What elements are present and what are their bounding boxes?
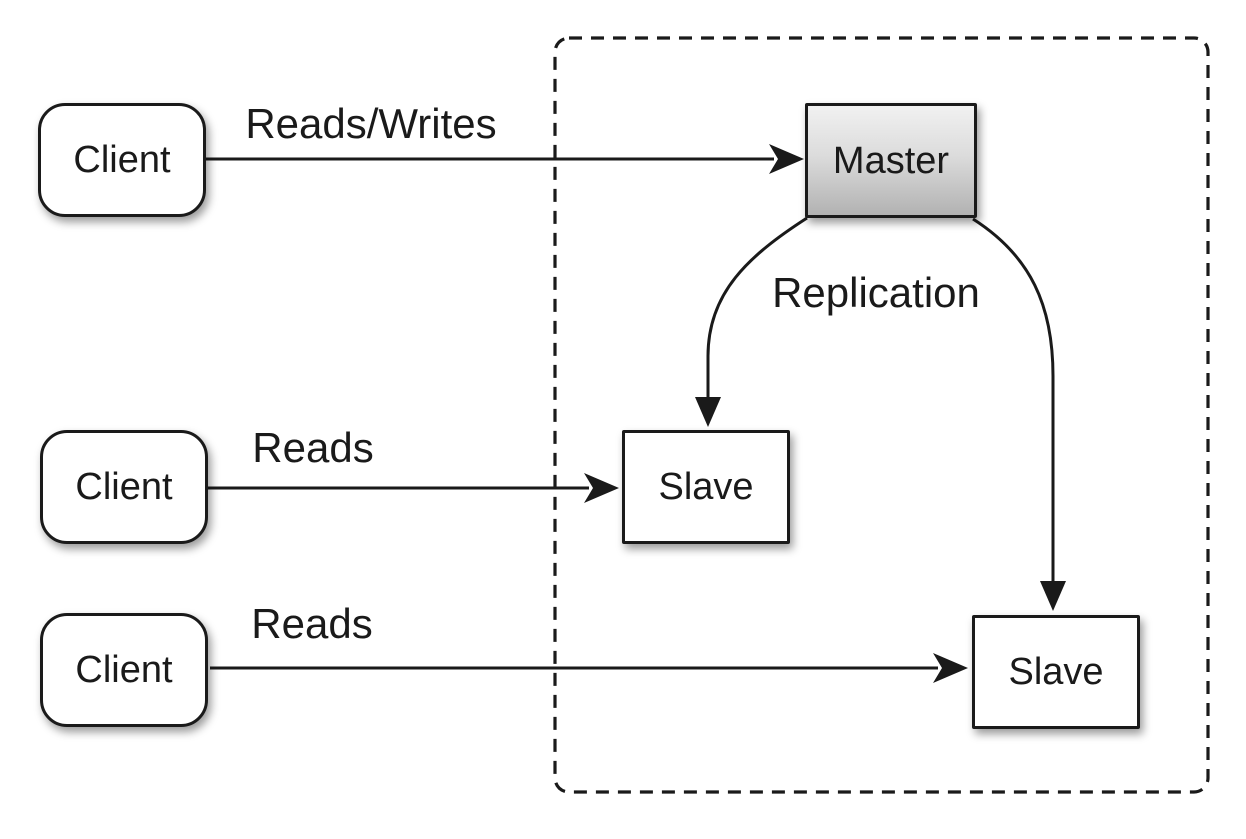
slave-node-2: Slave xyxy=(972,615,1140,729)
slave-2-label: Slave xyxy=(1008,651,1104,693)
client-node-2: Client xyxy=(40,430,208,544)
edge-client3-slave2 xyxy=(210,653,968,683)
edge-master-slave1 xyxy=(695,216,808,427)
replication-cluster-boundary xyxy=(553,36,1210,794)
reads-label-middle: Reads xyxy=(252,424,374,471)
client-2-label: Client xyxy=(75,466,173,508)
arrowhead-client3-slave2 xyxy=(933,653,968,683)
slave-1-label: Slave xyxy=(658,466,754,508)
edge-client1-master xyxy=(205,144,804,174)
master-label: Master xyxy=(832,139,950,182)
client-3-label: Client xyxy=(75,649,173,691)
reads-writes-label: Reads/Writes xyxy=(245,100,497,147)
master-node: Master xyxy=(805,103,977,218)
arrowhead-client2-slave1 xyxy=(584,473,619,503)
slave-node-1: Slave xyxy=(622,430,790,544)
client-node-3: Client xyxy=(40,613,208,727)
arrowhead-client1-master xyxy=(769,144,804,174)
edge-master-slave2 xyxy=(972,217,1066,611)
arrowhead-master-slave1 xyxy=(695,397,721,427)
client-1-label: Client xyxy=(73,139,171,181)
arrowhead-master-slave2 xyxy=(1040,581,1066,611)
reads-label-bottom: Reads xyxy=(251,600,373,647)
edge-client2-slave1 xyxy=(207,473,619,503)
client-node-1: Client xyxy=(38,103,206,217)
replication-label: Replication xyxy=(772,269,980,316)
